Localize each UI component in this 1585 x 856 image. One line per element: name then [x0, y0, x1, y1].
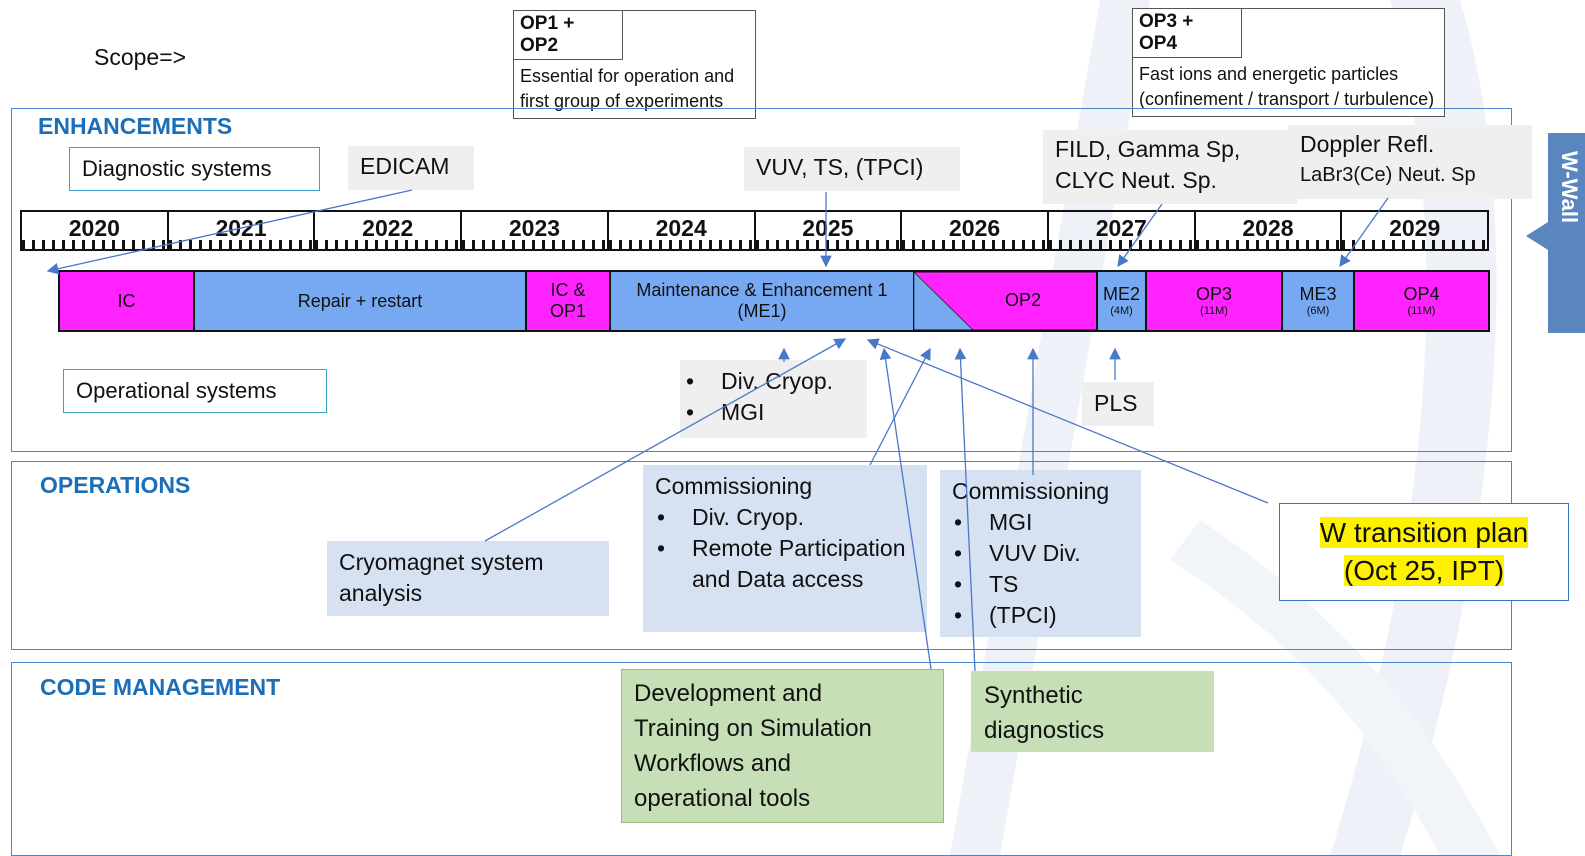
- cryomagnet-analysis-box: Cryomagnet system analysis: [327, 541, 609, 616]
- arrow-cryomagnet-to-me1: [484, 338, 847, 542]
- year-cell: 2026: [902, 212, 1049, 249]
- fild-gamma-clyc-callout: FILD, Gamma Sp, CLYC Neut. Sp.: [1043, 130, 1297, 204]
- op1-op2-description: Essential for operation and first group …: [520, 66, 735, 111]
- phase-me3: ME3(6M): [1281, 270, 1355, 332]
- code-management-title: CODE MANAGEMENT: [40, 674, 281, 700]
- edicam-callout: EDICAM: [348, 146, 474, 190]
- year-cell: 2022: [315, 212, 463, 249]
- op3-op4-description: Fast ions and energetic particles (confi…: [1139, 64, 1435, 109]
- phase-me1: Maintenance & Enhancement 1(ME1): [609, 270, 915, 332]
- year-cell: 2024: [608, 212, 756, 249]
- diagnostic-systems-label: Diagnostic systems: [69, 147, 320, 191]
- arrow-synthetic-to-me1: [954, 347, 976, 672]
- arrow-commissioning1-to-me1: [869, 347, 931, 466]
- op3-op4-scope-box: OP3 + OP4 Fast ions and energetic partic…: [1132, 8, 1445, 117]
- op3-op4-header: OP3 + OP4: [1133, 9, 1242, 58]
- pls-callout: PLS: [1082, 382, 1154, 426]
- div-cryop-mgi-callout: Div. Cryop. MGI: [680, 360, 867, 438]
- year-timeline: 2020 2021 2022 2023 2024 2025 2026 2027 …: [20, 210, 1489, 251]
- arrow-edicam-to-ic: [46, 189, 413, 275]
- op1-op2-scope-box: OP1 + OP2 Essential for operation and fi…: [513, 10, 756, 119]
- commissioning-box-1: Commissioning Div. Cryop. Remote Partici…: [643, 465, 927, 632]
- commissioning-box-2: Commissioning MGI VUV Div. TS (TPCI): [940, 470, 1141, 637]
- year-cell: 2027: [1048, 212, 1196, 249]
- op1-op2-header: OP1 + OP2: [514, 11, 623, 60]
- vuv-ts-tpci-callout: VUV, TS, (TPCI): [744, 147, 960, 191]
- phase-op4: OP4(11M): [1353, 270, 1490, 332]
- enhancements-title: ENHANCEMENTS: [38, 113, 233, 139]
- development-training-box: Development and Training on Simulation W…: [621, 669, 944, 823]
- doppler-labr3-callout: Doppler Refl. LaBr3(Ce) Neut. Sp: [1288, 125, 1532, 199]
- w-wall-tab: W-Wall: [1548, 133, 1585, 333]
- phase-me1-op2-transition: [913, 270, 1098, 332]
- scope-label: Scope=>: [94, 44, 187, 70]
- w-transition-plan-box: W transition plan (Oct 25, IPT): [1279, 503, 1569, 601]
- enhancements-section: [11, 108, 1512, 452]
- year-cell: 2023: [462, 212, 609, 249]
- phase-op2: OP2: [1005, 290, 1042, 310]
- arrow-development-to-me1: [879, 347, 932, 670]
- arrow-fild-to-me2: [1117, 203, 1163, 268]
- phase-op3: OP3(11M): [1145, 270, 1283, 332]
- synthetic-diagnostics-box: Synthetic diagnostics: [971, 671, 1214, 752]
- operations-title: OPERATIONS: [40, 472, 191, 498]
- year-cell: 2028: [1195, 212, 1343, 249]
- year-cell: 2020: [22, 212, 169, 249]
- phase-ic: IC: [58, 270, 195, 332]
- w-wall-arrow-icon: [1526, 222, 1548, 250]
- year-cell: 2025: [755, 212, 903, 249]
- arrow-wtransition-to-me1: [866, 338, 1269, 504]
- operational-systems-label: Operational systems: [63, 369, 327, 413]
- year-cell: 2029: [1342, 212, 1488, 249]
- arrow-doppler-to-me3: [1339, 197, 1389, 268]
